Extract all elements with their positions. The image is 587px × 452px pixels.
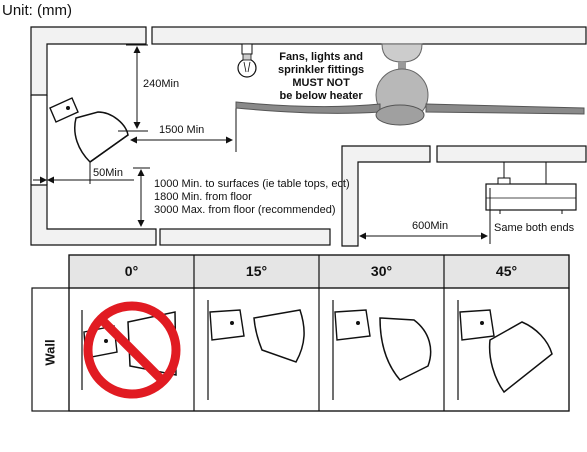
angle-header-45: 45° (495, 263, 518, 279)
angle-header-30: 30° (370, 263, 393, 279)
side-wall (341, 145, 587, 247)
prohibited-icon (83, 301, 181, 399)
fan-note-line: sprinkler fittings (278, 64, 365, 76)
fan-note-line: be below heater (279, 90, 363, 102)
wall-heater (49, 97, 129, 163)
wall-lower (30, 184, 157, 246)
floor-right (159, 228, 331, 246)
heater-15-degree (207, 300, 305, 400)
dim-50 (33, 162, 134, 184)
dim-label-50: 50Min (93, 167, 123, 179)
dim-240 (118, 44, 148, 132)
both-ends-note: Same both ends (494, 222, 575, 234)
floor-note-line: 3000 Max. from floor (recommended) (154, 204, 336, 216)
fan-warning-note: Fans, lights and sprinkler fittings MUST… (278, 51, 364, 103)
ceiling-fan-icon (235, 43, 585, 126)
angle-header-15: 15° (245, 263, 268, 279)
floor-note-line: 1000 Min. to surfaces (ie table tops, ec… (154, 178, 350, 190)
dim-label-1500: 1500 Min (159, 124, 205, 136)
fan-note-line: MUST NOT (292, 77, 350, 89)
heater-30-degree (332, 300, 432, 400)
wall-row-label: Wall (32, 332, 68, 372)
dim-label-600: 600Min (412, 220, 449, 232)
floor-clearance-note: 1000 Min. to surfaces (ie table tops, ec… (154, 178, 350, 217)
ceiling-left (30, 26, 147, 96)
dim-1500 (130, 108, 237, 152)
floor-note-line: 1800 Min. from floor (154, 191, 252, 203)
angle-header-0: 0° (124, 263, 139, 279)
dim-label-240: 240Min (143, 78, 180, 90)
ceiling-right (151, 26, 587, 45)
dim-600 (359, 188, 491, 244)
page-title: Unit: (mm) (2, 2, 72, 19)
angle-table-grid (31, 254, 570, 412)
dim-floor (133, 167, 150, 227)
wall-row-text: Wall (42, 338, 58, 366)
light-bulb-icon (237, 43, 257, 78)
heater-45-degree (457, 300, 553, 400)
fan-note-line: Fans, lights and (279, 51, 363, 63)
side-heater (485, 162, 577, 214)
